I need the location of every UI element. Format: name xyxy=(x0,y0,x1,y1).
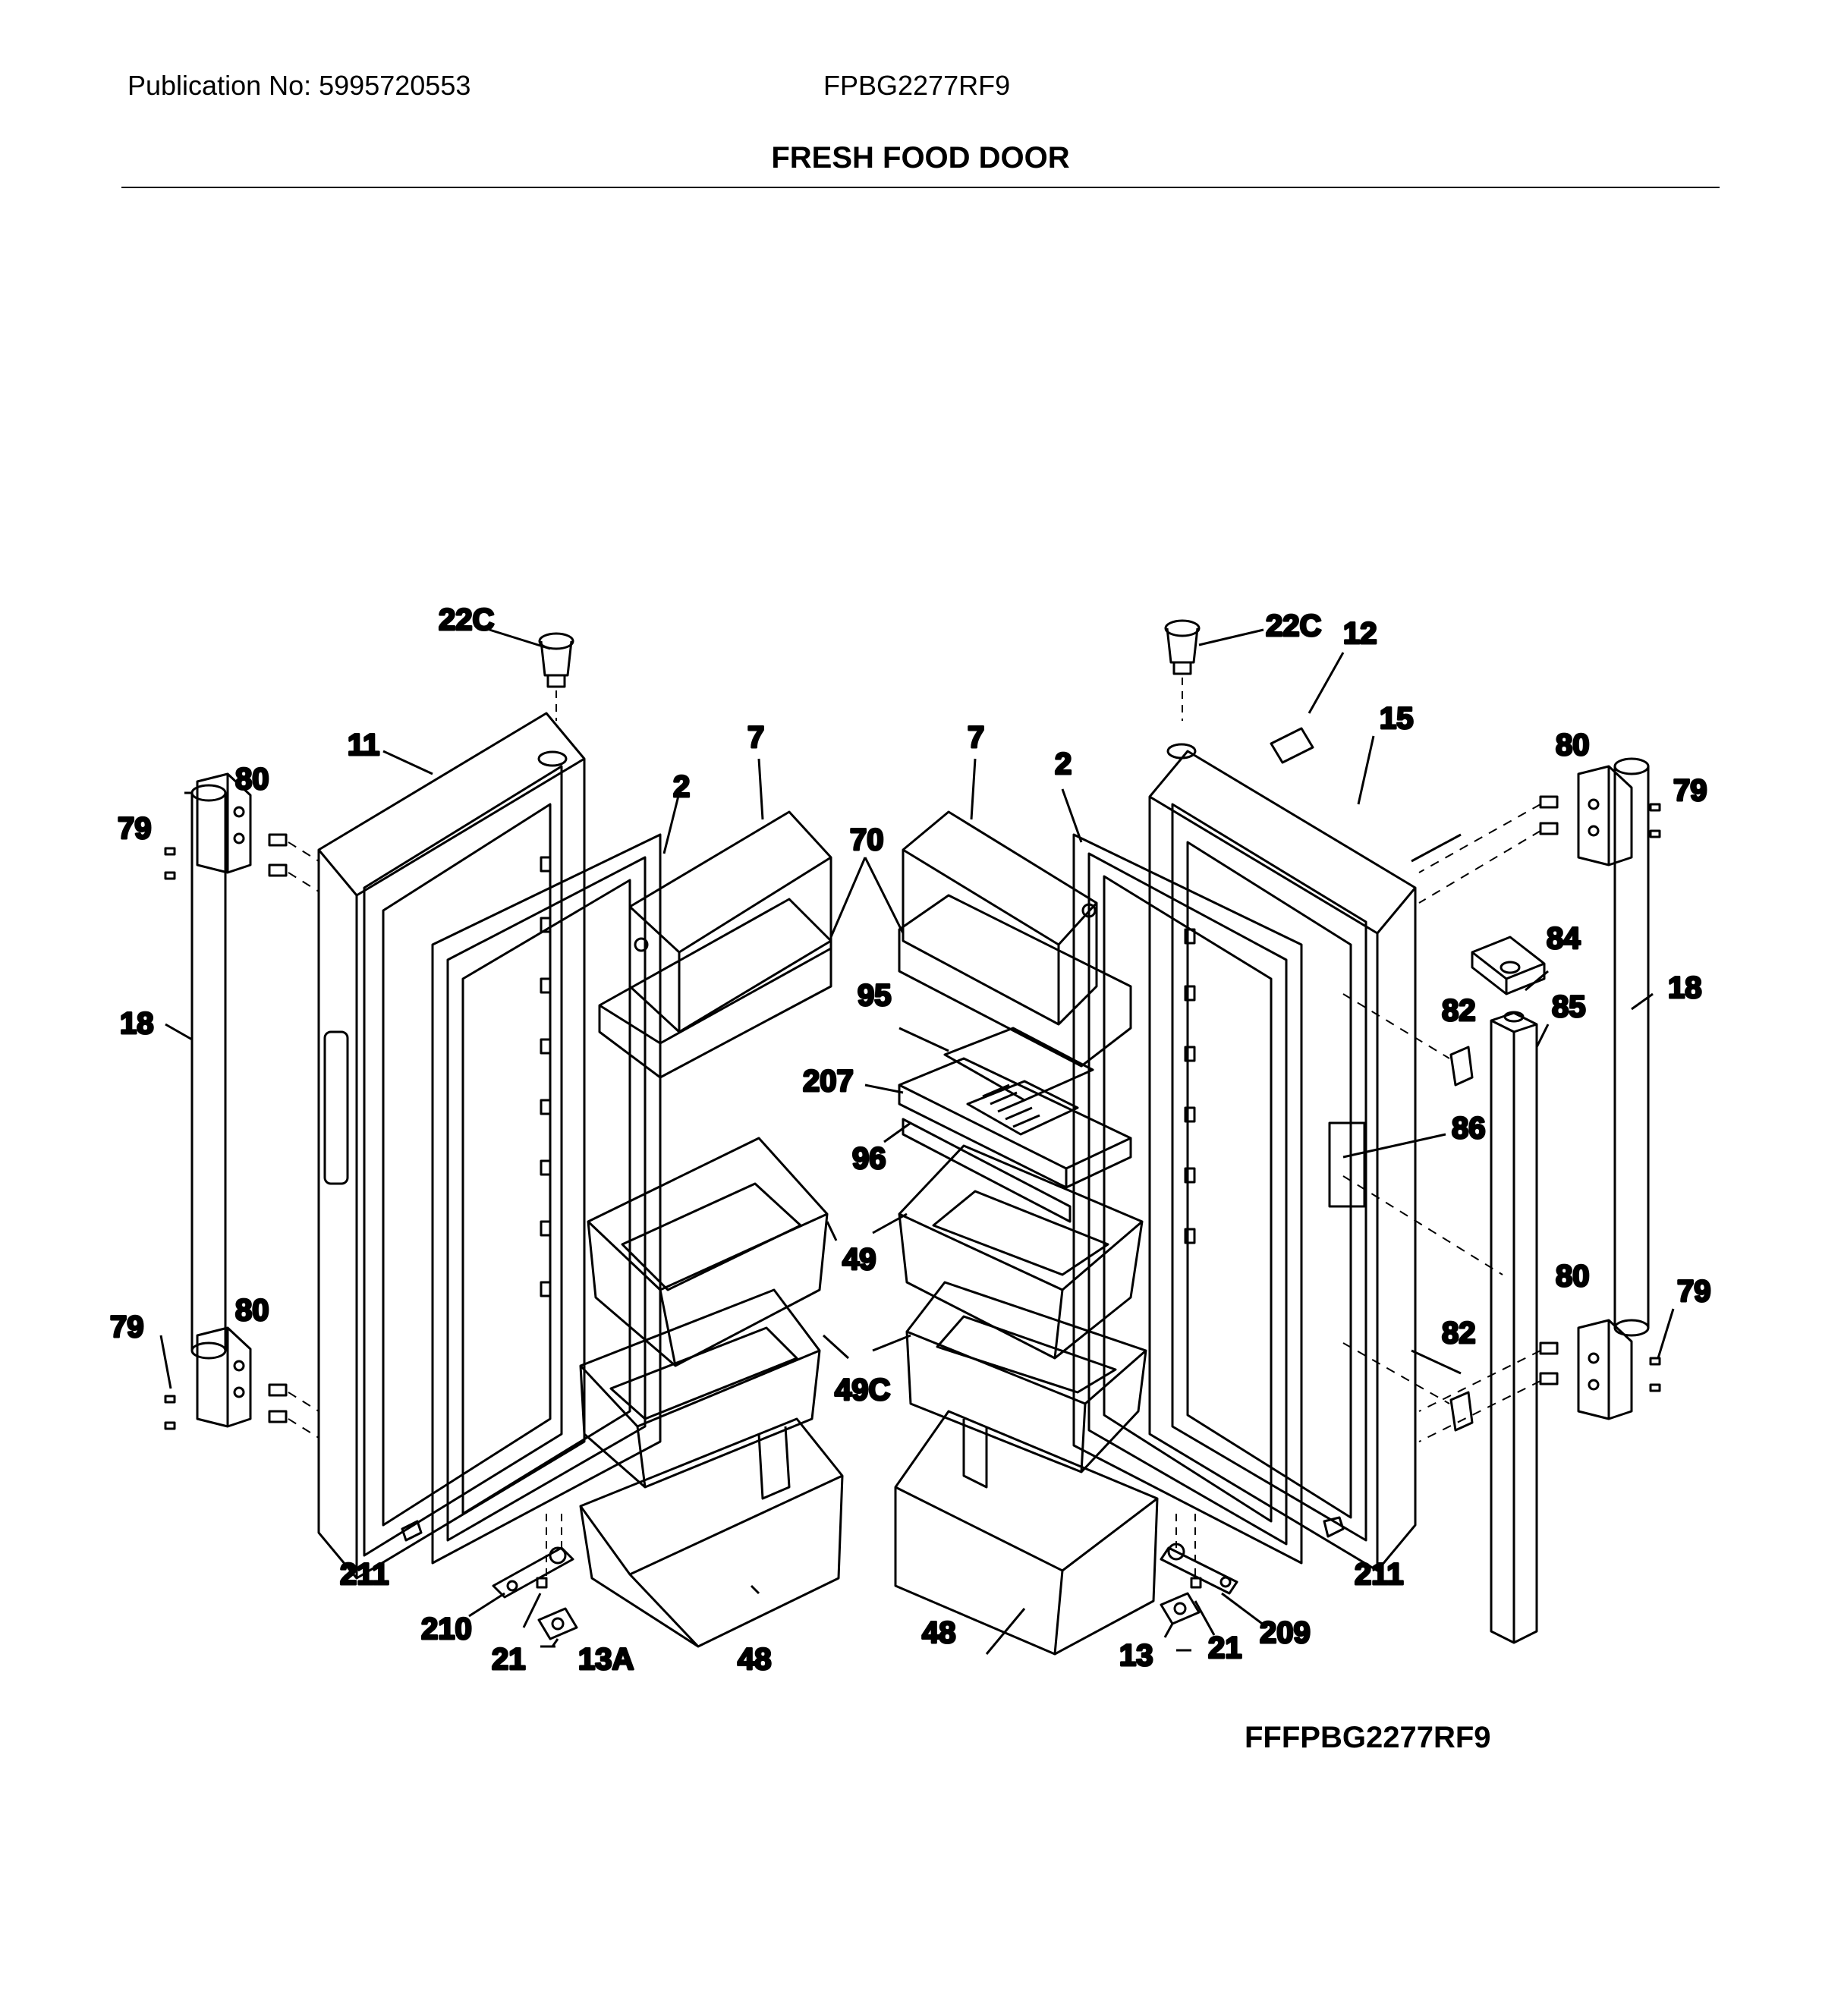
mullion-bracket-lower xyxy=(1449,1391,1474,1432)
callout-211-left: 211 xyxy=(340,1558,389,1591)
callout-15: 15 xyxy=(1380,702,1414,735)
flipper-mullion xyxy=(1490,1011,1538,1644)
header-rule xyxy=(121,187,1720,188)
callout-18-right: 18 xyxy=(1668,971,1702,1005)
callout-79-bottom-right: 79 xyxy=(1677,1275,1711,1308)
callout-13a: 13A xyxy=(578,1643,634,1676)
callout-80-bottom-left: 80 xyxy=(235,1294,269,1327)
callout-13: 13 xyxy=(1119,1639,1153,1672)
left-door-bin-supports xyxy=(540,856,552,1297)
callout-7-left: 7 xyxy=(747,721,764,754)
callout-85: 85 xyxy=(1552,990,1586,1024)
right-door-bin-upper xyxy=(898,1144,1144,1360)
callout-7-right: 7 xyxy=(968,721,984,754)
diagram-identifier: FFFPBG2277RF9 xyxy=(1245,1721,1491,1754)
left-door-gasket xyxy=(431,833,662,1565)
callout-18-left: 18 xyxy=(120,1007,154,1040)
callout-95: 95 xyxy=(858,979,892,1012)
callout-2-right: 2 xyxy=(1055,747,1072,781)
callout-210: 210 xyxy=(421,1612,472,1646)
callout-22c-right: 22C xyxy=(1266,609,1321,643)
callout-80-bottom-right: 80 xyxy=(1556,1260,1590,1293)
left-bottom-hinge xyxy=(492,1546,578,1648)
right-dairy-compartment xyxy=(898,810,1132,1068)
callout-12: 12 xyxy=(1343,617,1377,650)
callout-leaders xyxy=(159,628,1675,1655)
right-door-outer xyxy=(1148,743,1417,1572)
callout-209: 209 xyxy=(1260,1616,1311,1650)
page-title: FRESH FOOD DOOR xyxy=(771,141,1070,175)
callout-22c-left: 22C xyxy=(439,603,494,637)
callout-79-top-right: 79 xyxy=(1673,774,1707,807)
callout-84: 84 xyxy=(1547,922,1581,955)
callout-79-bottom-left: 79 xyxy=(110,1310,144,1344)
left-top-cap xyxy=(538,632,574,688)
callout-211-right: 211 xyxy=(1355,1558,1404,1591)
callout-70: 70 xyxy=(850,823,884,857)
mullion-hinge-84 xyxy=(1471,936,1546,995)
left-door-outer xyxy=(317,712,586,1580)
left-door-bin-lower xyxy=(579,1417,844,1648)
callout-207: 207 xyxy=(803,1065,854,1098)
model-number: FPBG2277RF9 xyxy=(823,70,1011,101)
right-door-gasket xyxy=(1072,833,1303,1565)
callout-79-top-left: 79 xyxy=(118,812,152,845)
callout-82-bottom: 82 xyxy=(1442,1316,1476,1350)
handle-mounting-screws-right xyxy=(1539,795,1661,1392)
callout-80-top-right: 80 xyxy=(1556,728,1590,762)
callout-80-top-left: 80 xyxy=(235,763,269,796)
publication-number: Publication No: 5995720553 xyxy=(127,70,471,101)
right-door-bin-supports xyxy=(1184,928,1196,1244)
left-handle-leader-lines xyxy=(288,841,319,1439)
callout-21-left: 21 xyxy=(492,1643,526,1676)
handle-mounting-screws-left xyxy=(164,833,288,1430)
callout-49-left: 49 xyxy=(842,1243,876,1276)
left-door-stop xyxy=(401,1520,423,1542)
callout-11: 11 xyxy=(348,728,379,762)
mullion-bracket-upper xyxy=(1449,1046,1474,1087)
callout-48-left: 48 xyxy=(738,1643,772,1676)
callout-86: 86 xyxy=(1452,1112,1486,1145)
left-door-handle xyxy=(184,772,252,1428)
rating-label xyxy=(1270,727,1314,764)
right-door-bin-middle xyxy=(905,1281,1147,1473)
right-handle-leader-lines xyxy=(1342,804,1541,1442)
right-door-stop xyxy=(1323,1516,1345,1538)
right-door-handle xyxy=(1577,757,1650,1420)
callout-82-top: 82 xyxy=(1442,994,1476,1027)
callout-49c: 49C xyxy=(835,1373,890,1407)
callout-48-right: 48 xyxy=(922,1616,956,1650)
right-door-bin-lower xyxy=(894,1410,1159,1656)
left-dairy-compartment xyxy=(598,810,832,1079)
callout-2-left: 2 xyxy=(673,770,690,804)
callout-96: 96 xyxy=(852,1142,886,1175)
right-top-cap xyxy=(1164,619,1201,675)
callout-21-right: 21 xyxy=(1208,1631,1242,1665)
filter-tray-assembly xyxy=(898,1027,1132,1223)
left-door-bin-upper xyxy=(587,1137,829,1367)
left-door-bin-middle xyxy=(579,1288,821,1489)
